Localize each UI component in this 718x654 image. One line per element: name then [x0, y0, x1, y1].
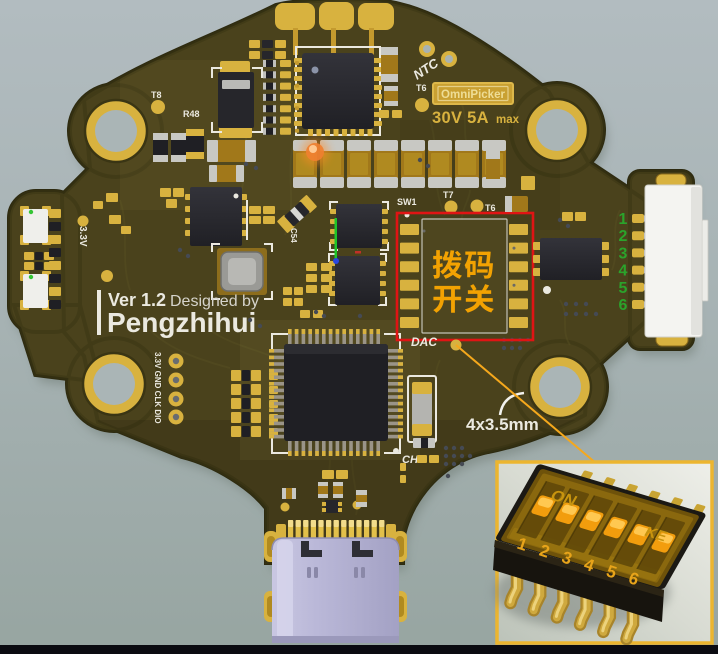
gold-dot-1: [101, 270, 113, 282]
ch-i-dot: [393, 448, 399, 454]
regulator-ic: [185, 187, 248, 246]
dip-label-cjk: [432, 250, 494, 313]
jst-pin-numbers: 1 2 3 4 5 6: [619, 211, 628, 314]
debug-through-holes: [168, 353, 184, 425]
v33-text: 3.3V: [77, 226, 88, 247]
testpoint-33v: [77, 215, 89, 227]
hole-note-arrow: [498, 391, 525, 416]
jst-pin-3: 3: [619, 245, 628, 262]
inset-front-bevel: [494, 540, 664, 597]
r48-text: R48: [183, 109, 200, 119]
pad-cluster-mid: [283, 263, 332, 318]
inset-on-text: ON: [547, 487, 580, 509]
caps-right-of-qfn: [379, 47, 402, 118]
crystal-oscillator: [211, 243, 273, 300]
rating-text: 30V 5A: [432, 109, 489, 127]
jst-pin-4: 4: [619, 263, 628, 280]
jst-pin-5: 5: [619, 280, 628, 297]
right-chip: [533, 238, 609, 280]
main-mcu-qfp: [269, 329, 403, 456]
mounting-hole-top-right: [524, 97, 590, 163]
left-tab-leds: [20, 206, 61, 310]
dip-switch-footprint: [400, 212, 528, 334]
jst-pin-2: 2: [619, 228, 628, 245]
sw1-text: SW1: [397, 197, 417, 207]
t7-text: T7: [443, 190, 454, 200]
testpoint-t7: [444, 200, 458, 214]
tantalum-capacitor-row: [293, 140, 506, 188]
usb-hook-right: [352, 541, 373, 557]
top-qfn-chip: [294, 46, 382, 136]
bottom-dark-strip: [0, 645, 718, 654]
omnipicker-badge: OmniPicker: [432, 82, 514, 105]
jst-pin-6: 6: [619, 297, 628, 314]
pad-cluster-top: [249, 40, 286, 59]
status-leds: [333, 218, 361, 264]
usb-body: [272, 538, 399, 643]
designedby-text: Designed by: [170, 293, 259, 310]
inset-dip-switch: [496, 464, 706, 590]
parts-above-usb: [160, 188, 367, 513]
led-1: [20, 206, 51, 245]
leader-line: [455, 344, 598, 465]
rating-max-text: max: [496, 114, 520, 126]
tilted-diode: [277, 195, 317, 233]
usb-hook-left: [301, 541, 322, 557]
t6-text: T6: [485, 203, 496, 213]
dac-text: DAC: [411, 335, 437, 349]
rating-label: 30V 5A max: [432, 109, 520, 127]
testpoint-t8: [151, 100, 165, 114]
usb-c-connector: [264, 520, 407, 643]
omnipicker-text: OmniPicker: [441, 89, 505, 101]
pads-below-chi: [400, 438, 439, 483]
inset-photo: ON KE 1 2 3 4 5 6: [493, 460, 714, 646]
top-solder-tabs: [275, 2, 394, 55]
jst-connector: [632, 173, 709, 347]
passives-left-mid: [153, 129, 256, 182]
version-block: Ver 1.2 Designed by Pengzhihui: [97, 290, 259, 338]
inset-dip-pins: [504, 561, 640, 646]
diode-component: [211, 61, 263, 138]
pad-cluster-qfp-left: [231, 370, 278, 437]
ntc-pads: [419, 41, 457, 67]
ver-text: Ver 1.2: [108, 290, 166, 310]
via-dots: [177, 157, 599, 479]
t6-top-text: T6: [416, 83, 427, 93]
debug-header-text: 3.3V GND CLK DIO: [153, 352, 162, 424]
caps-right-zone: [486, 150, 586, 221]
hole-note-text: 4x3.5mm: [466, 415, 539, 434]
c54-text: C54: [289, 228, 298, 243]
crystal-2: [407, 375, 437, 443]
usb-castellated-pins: [276, 520, 396, 542]
resistor-ladder: [263, 60, 299, 135]
label-t8: T8: [151, 90, 162, 100]
white-dot-1: [543, 286, 551, 294]
mounting-hole-bottom-left: [81, 351, 147, 417]
red-annotation-box: [395, 211, 535, 342]
led-2: [20, 271, 51, 310]
inset-ke-text: KE: [641, 524, 670, 545]
center-qfn-a: [329, 201, 389, 251]
pad-pairs-1: [249, 206, 275, 224]
mounting-hole-bottom-right: [527, 354, 593, 420]
author-text: Pengzhihui: [107, 307, 256, 338]
jst-pin-1: 1: [619, 211, 628, 228]
t8-text: T8: [151, 90, 162, 100]
testpoint-t6: [470, 199, 484, 213]
mounting-hole-top-left: [83, 98, 149, 164]
pad-cluster-33v: [93, 193, 131, 234]
testpoint-t6-top: [415, 98, 429, 112]
center-qfn-b: [328, 253, 387, 306]
inset-dip-front-face: [493, 540, 664, 622]
orange-led: [301, 138, 329, 166]
